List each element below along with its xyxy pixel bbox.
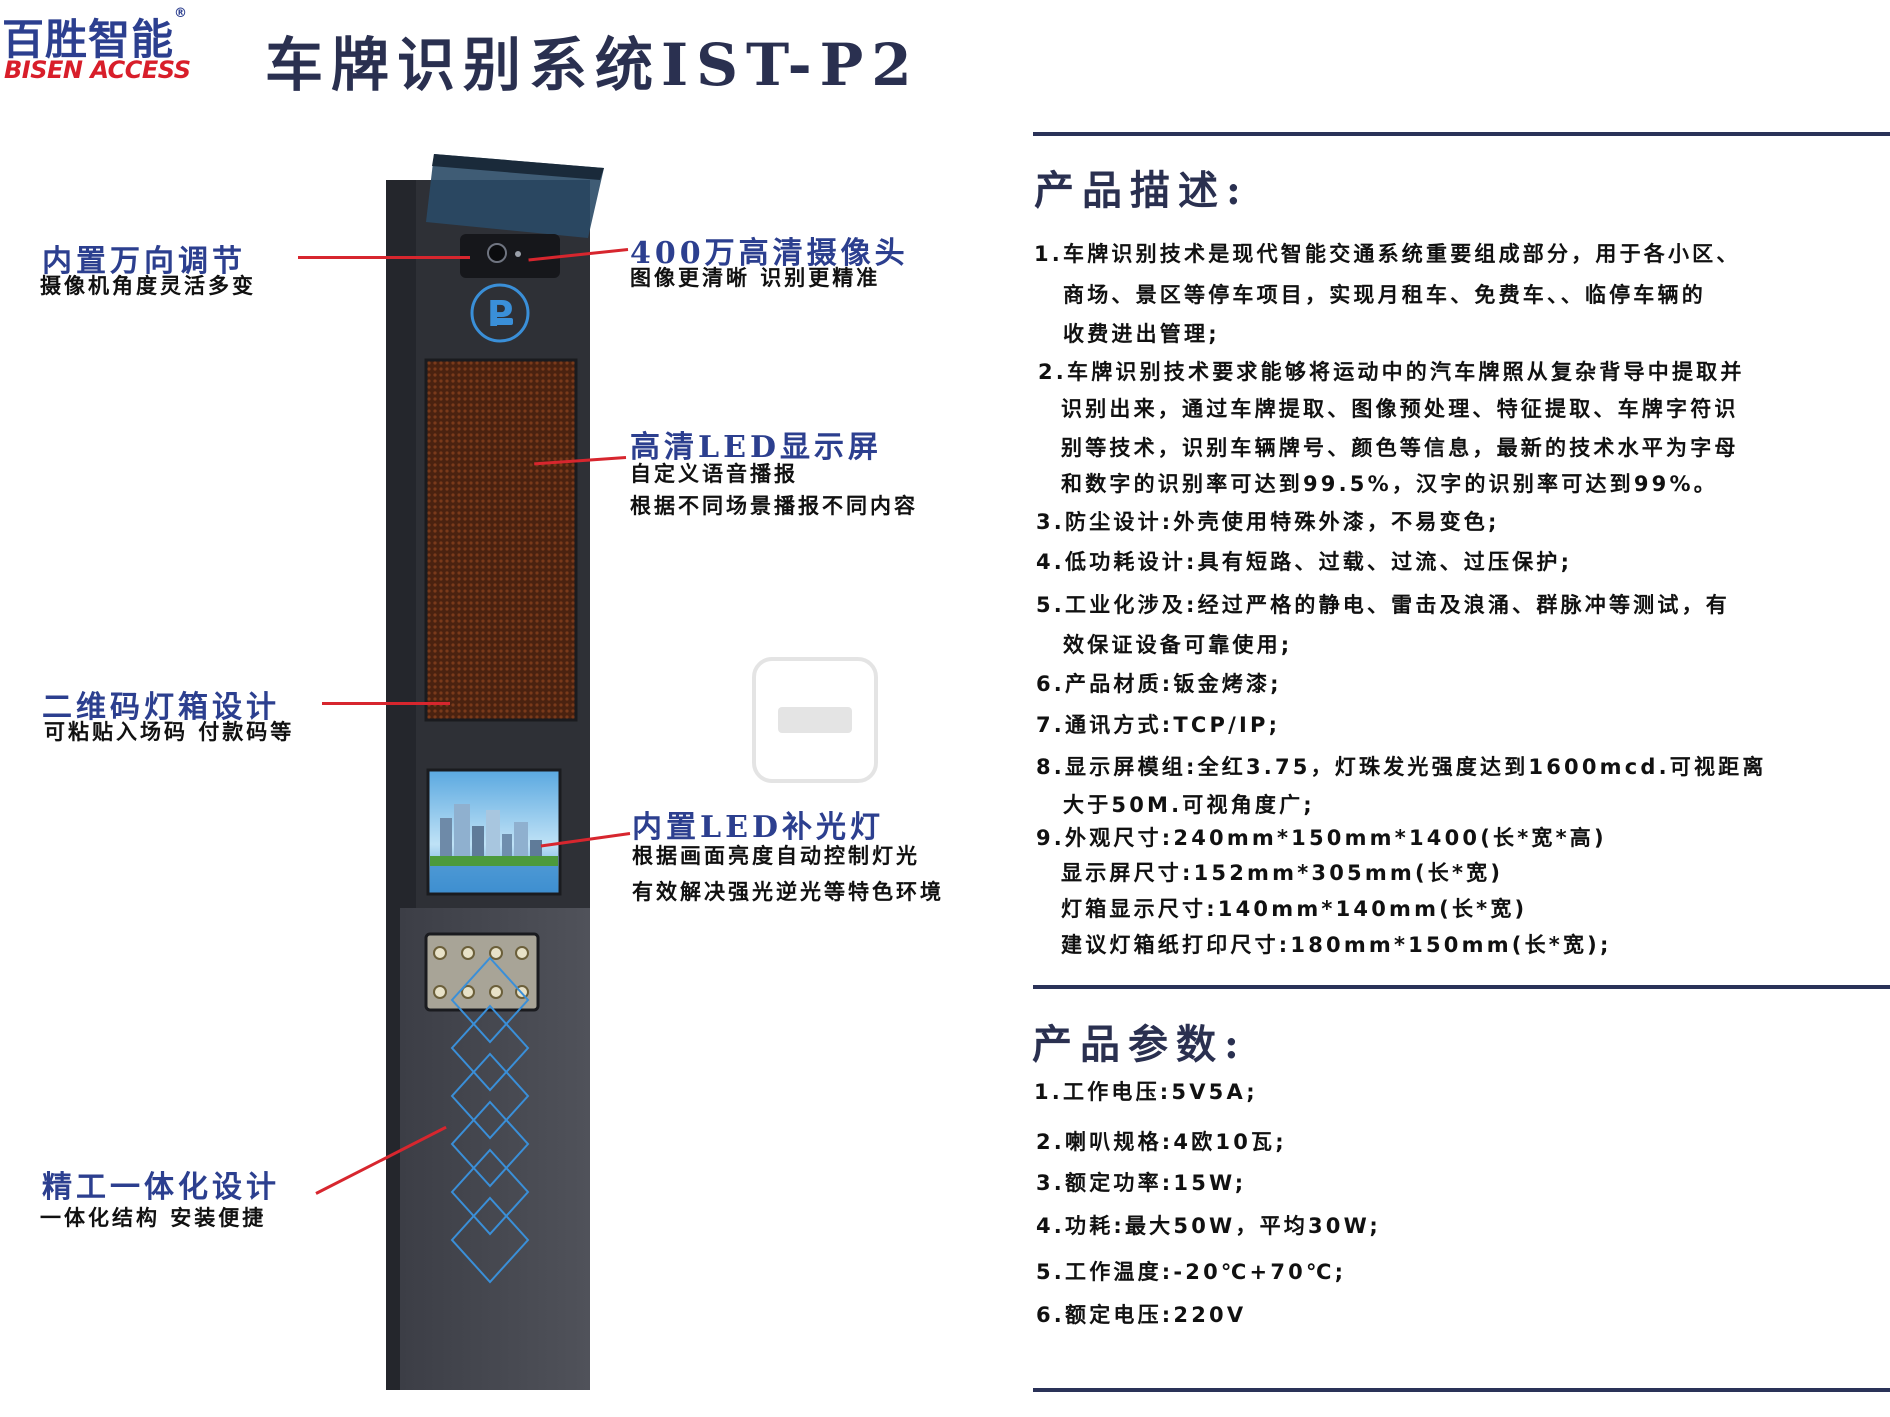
description-line: 7.通讯方式:TCP/IP; xyxy=(1036,713,1281,737)
feature-desc-gimbal: 摄像机角度灵活多变 xyxy=(40,274,256,298)
description-line: 大于50M.可视角度广; xyxy=(1063,793,1315,817)
description-line: 4.低功耗设计:具有短路、过载、过流、过压保护; xyxy=(1036,550,1573,574)
svg-text:P: P xyxy=(487,294,513,335)
description-line: 5.工业化涉及:经过严格的静电、雷击及浪涌、群脉冲等测试，有 xyxy=(1036,593,1730,617)
description-line: 和数字的识别率可达到99.5%，汉字的识别率可达到99%。 xyxy=(1061,472,1718,496)
watermark-logo-icon xyxy=(752,657,878,783)
section-title-description: 产品描述: xyxy=(1034,167,1249,214)
section-title-parameters: 产品参数: xyxy=(1032,1021,1247,1068)
feature-desc-integrated: 一体化结构 安装便捷 xyxy=(40,1206,267,1230)
parameter-line: 1.工作电压:5V5A; xyxy=(1034,1080,1258,1104)
decorative-diamond-pattern xyxy=(450,956,530,1284)
description-line: 效保证设备可靠使用; xyxy=(1063,633,1293,657)
description-line: 3.防尘设计:外壳使用特殊外漆，不易变色; xyxy=(1036,510,1500,534)
leader-line-gimbal xyxy=(298,256,470,259)
feature-title-fill-light: 内置LED补光灯 xyxy=(632,810,884,845)
description-line: 9.外观尺寸:240mm*150mm*1400(长*宽*高) xyxy=(1036,826,1607,850)
led-fill-light-panel xyxy=(424,932,540,1012)
section-rule-top xyxy=(1033,132,1890,136)
description-line: 收费进出管理; xyxy=(1063,322,1220,346)
feature-desc-led-display-2: 根据不同场景播报不同内容 xyxy=(630,494,918,518)
description-line: 灯箱显示尺寸:140mm*140mm(长*宽) xyxy=(1061,897,1528,921)
feature-desc-fill-light-2: 有效解决强光逆光等特色环境 xyxy=(632,880,944,904)
section-rule-middle xyxy=(1033,985,1890,989)
product-illustration: P xyxy=(386,154,604,1390)
description-line: 建议灯箱纸打印尺寸:180mm*150mm(长*宽); xyxy=(1061,933,1612,957)
description-line: 2.车牌识别技术要求能够将运动中的汽车牌照从复杂背导中提取并 xyxy=(1038,360,1745,384)
feature-desc-led-display-1: 自定义语音播报 xyxy=(630,462,798,486)
description-line: 商场、景区等停车项目，实现月租车、免费车、、临停车辆的 xyxy=(1063,283,1706,307)
camera-module xyxy=(460,234,560,278)
parameter-line: 6.额定电压:220V xyxy=(1036,1303,1247,1327)
description-line: 显示屏尺寸:152mm*305mm(长*宽) xyxy=(1061,861,1504,885)
feature-title-led-display: 高清LED显示屏 xyxy=(630,430,882,465)
feature-title-qr-lightbox: 二维码灯箱设计 xyxy=(42,690,280,725)
parking-car-icon: P xyxy=(470,283,530,343)
brand-logo-en: BISEN ACCESS xyxy=(4,56,191,84)
feature-desc-camera: 图像更清晰 识别更精准 xyxy=(630,266,881,290)
description-line: 别等技术，识别车辆牌号、颜色等信息，最新的技术水平为字母 xyxy=(1061,436,1739,460)
description-line: 8.显示屏模组:全红3.75，灯珠发光强度达到1600mcd.可视距离 xyxy=(1036,755,1767,779)
description-line: 6.产品材质:钣金烤漆; xyxy=(1036,672,1282,696)
section-rule-bottom xyxy=(1033,1388,1890,1392)
fill-light-leds xyxy=(433,946,529,999)
feature-desc-qr-lightbox: 可粘贴入场码 付款码等 xyxy=(44,720,295,744)
parameter-line: 3.额定功率:15W; xyxy=(1036,1171,1247,1195)
description-line: 识别出来，通过车牌提取、图像预处理、特征提取、车牌字符识 xyxy=(1061,397,1739,421)
parameter-line: 2.喇叭规格:4欧10瓦; xyxy=(1036,1130,1287,1154)
parameter-line: 5.工作温度:-20℃+70℃; xyxy=(1036,1260,1347,1284)
brand-logo-cn: 百胜智能® xyxy=(2,6,189,64)
led-display xyxy=(424,358,578,722)
feature-title-gimbal: 内置万向调节 xyxy=(42,244,246,279)
lightbox-city-image xyxy=(430,804,558,892)
description-line: 1.车牌识别技术是现代智能交通系统重要组成部分，用于各小区、 xyxy=(1034,242,1741,266)
page-title: 车牌识别系统IST-P2 xyxy=(265,31,920,99)
feature-title-camera: 400万高清摄像头 xyxy=(630,236,909,271)
feature-desc-fill-light-1: 根据画面亮度自动控制灯光 xyxy=(632,844,920,868)
feature-title-integrated: 精工一体化设计 xyxy=(42,1170,280,1205)
parameter-line: 4.功耗:最大50W，平均30W; xyxy=(1036,1214,1381,1238)
leader-line-qr-lightbox xyxy=(322,702,450,705)
camera-lens-icon xyxy=(487,243,507,263)
